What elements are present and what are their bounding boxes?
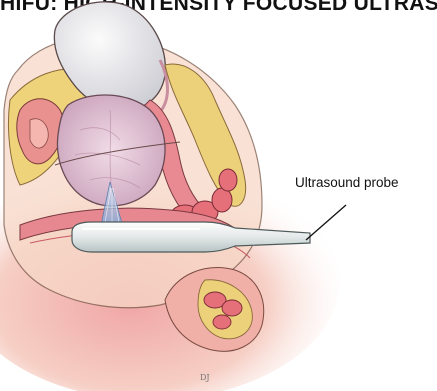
probe-label: Ultrasound probe [295,175,399,190]
artist-signature: DJ [200,373,210,382]
